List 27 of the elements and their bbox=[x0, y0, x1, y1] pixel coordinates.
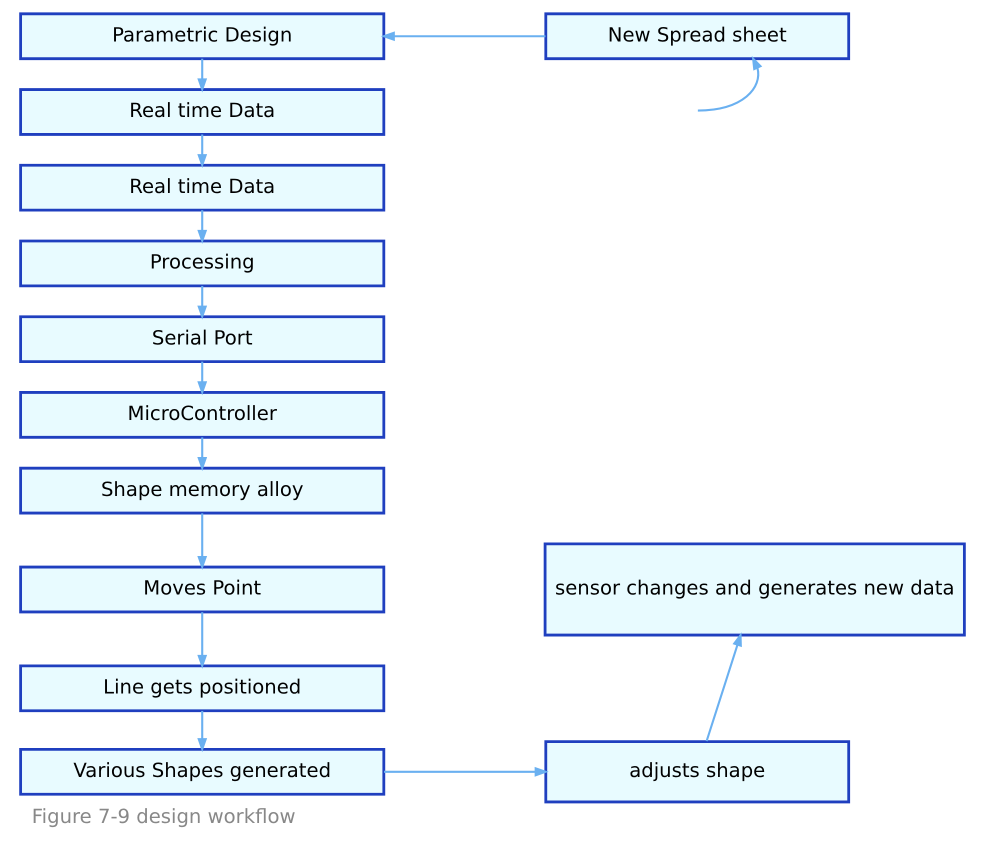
node-box: Moves Point bbox=[19, 566, 386, 614]
arrow bbox=[197, 710, 208, 752]
arrow bbox=[197, 362, 208, 396]
node-box: New Spread sheet bbox=[544, 12, 850, 60]
arrow bbox=[384, 766, 549, 777]
node-box: sensor changes and generates new data bbox=[544, 542, 966, 636]
arrow bbox=[197, 134, 208, 168]
caption: Figure 7-9 design workflow bbox=[32, 805, 296, 828]
node-box: Real time Data bbox=[19, 164, 386, 212]
node-box: Serial Port bbox=[19, 315, 386, 363]
arrow bbox=[698, 56, 762, 112]
node-box: Various Shapes generated bbox=[19, 748, 386, 796]
arrow bbox=[197, 513, 208, 570]
arrow bbox=[197, 286, 208, 320]
arrow bbox=[706, 632, 742, 742]
arrow bbox=[197, 437, 208, 472]
node-box: MicroController bbox=[19, 391, 386, 439]
node-box: Parametric Design bbox=[19, 12, 386, 60]
node-box: Processing bbox=[19, 240, 386, 288]
node-box: Line gets positioned bbox=[19, 664, 386, 712]
node-box: Shape memory alloy bbox=[19, 466, 386, 514]
arrow bbox=[380, 31, 546, 42]
arrow bbox=[197, 210, 208, 244]
arrow bbox=[197, 58, 208, 92]
node-box: Real time Data bbox=[19, 88, 386, 136]
arrow bbox=[197, 612, 208, 669]
node-box: adjusts shape bbox=[544, 740, 850, 804]
